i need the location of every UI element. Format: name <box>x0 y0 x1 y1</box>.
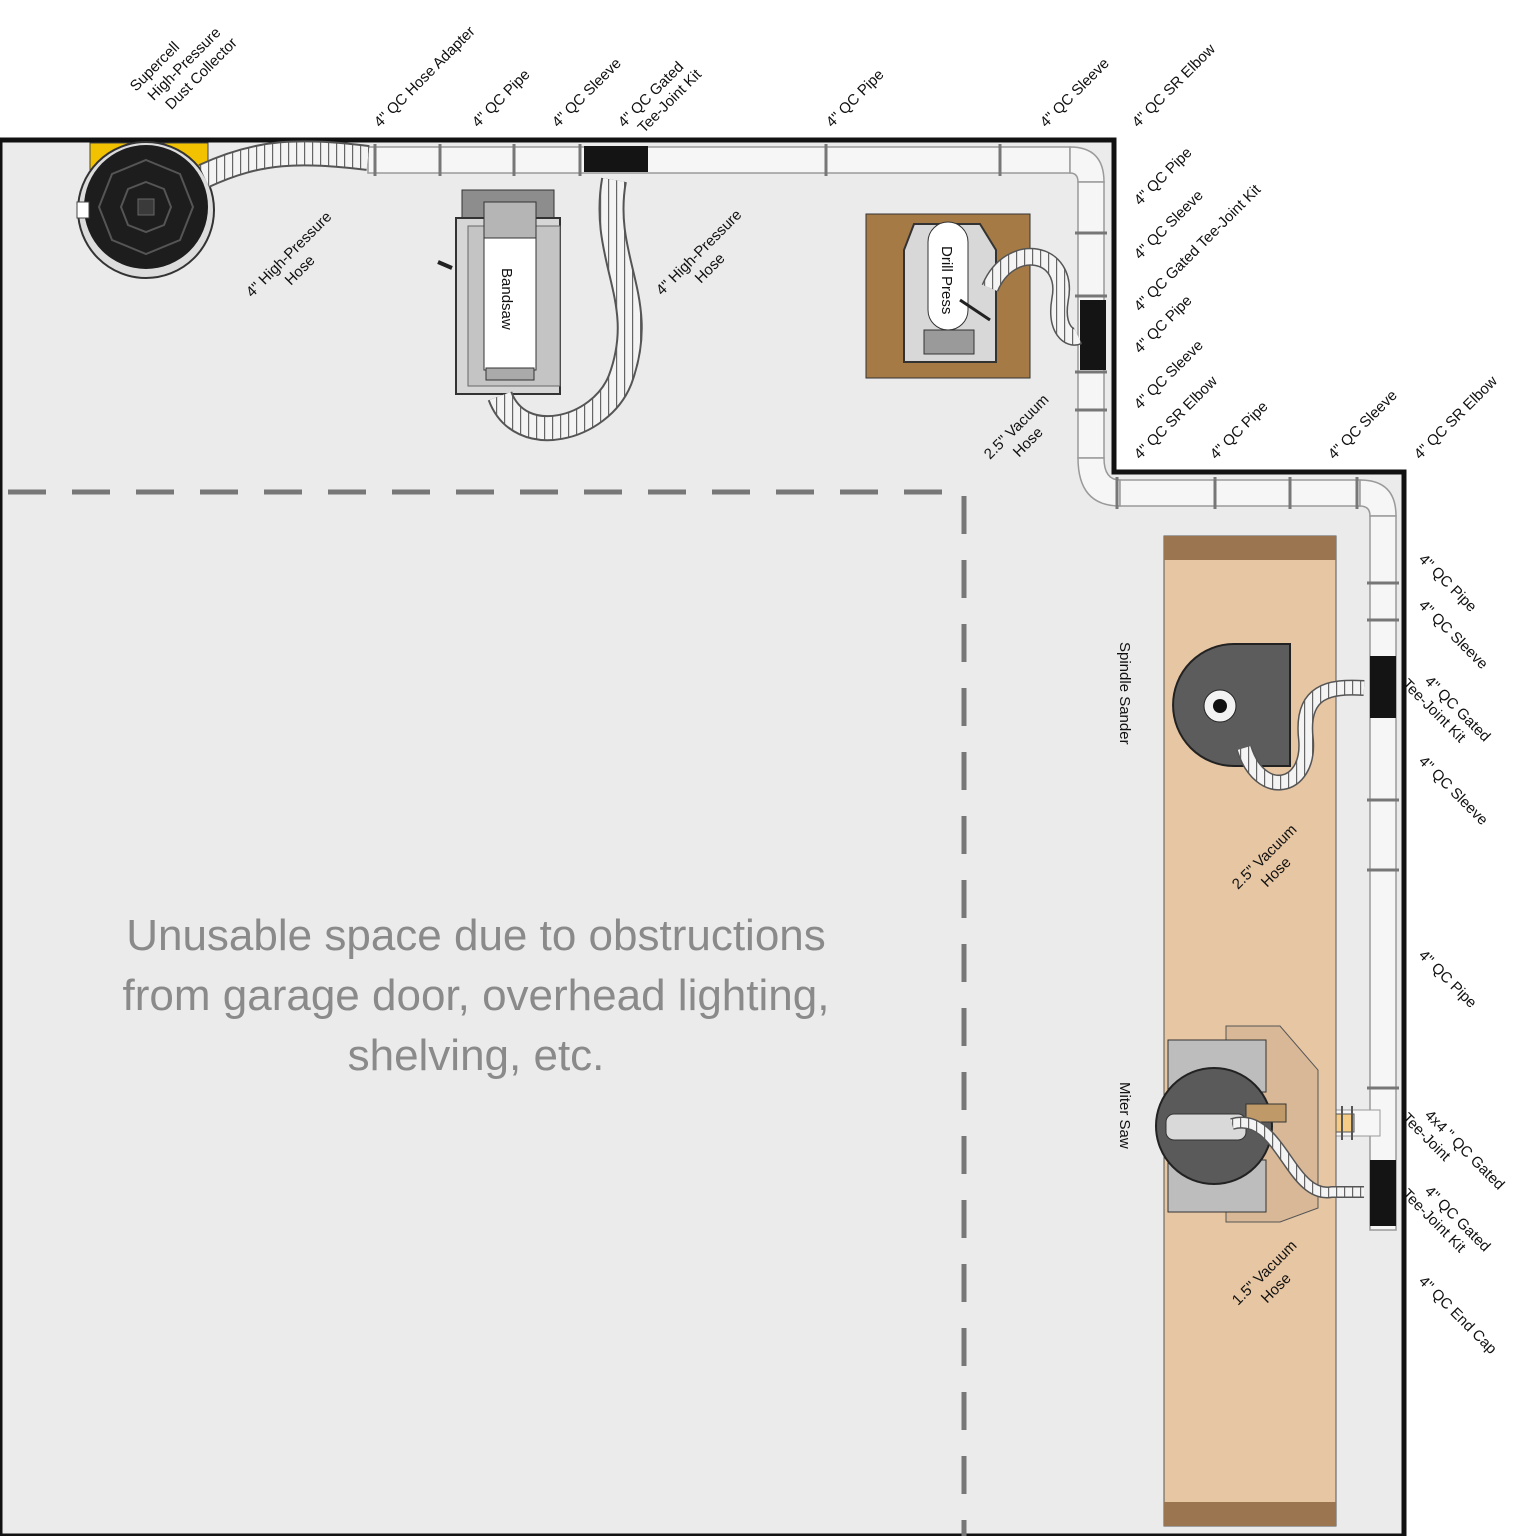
bandsaw-hose-ribs <box>489 178 641 440</box>
label-right-gated-tee-1: 4" QC Gated Tee-Joint Kit <box>1399 673 1494 747</box>
spindle-sander-hose-ribs <box>1237 681 1365 789</box>
floor-area <box>0 137 1407 1536</box>
collector-hose-ribs <box>199 142 370 186</box>
bandsaw <box>437 189 561 395</box>
dust-collector <box>76 141 215 279</box>
collector-label: Supercell High-Pressure Dust Collector <box>127 24 241 113</box>
drill-press-hose-ribs <box>983 249 1082 345</box>
label-hose-adapter: 4" QC Hose Adapter <box>371 23 479 131</box>
unusable-space-note: Unusable space due to obstructions from … <box>123 911 830 1080</box>
label-right-sleeve-2: 4" QC Sleeve <box>1415 753 1491 829</box>
svg-text:shelving, etc.: shelving, etc. <box>348 1031 605 1080</box>
miter-saw-label: Miter Saw <box>1116 1082 1133 1149</box>
label-right-pipe-2: 4" QC Pipe <box>1415 947 1480 1012</box>
label-main-pipe-2: 4" QC Pipe <box>823 66 888 131</box>
label-lower-pipe: 4" QC Pipe <box>1207 398 1272 463</box>
spindle-sander-label: Spindle Sander <box>1116 642 1133 745</box>
label-main-sleeve-2: 4" QC Sleeve <box>1037 55 1113 131</box>
pipe-joints <box>373 144 1399 1090</box>
svg-text:from garage door, overhead lig: from garage door, overhead lighting, <box>123 971 830 1020</box>
label-main-sleeve-1: 4" QC Sleeve <box>549 55 625 131</box>
tee-4x4-stub <box>1333 1106 1381 1140</box>
main-pipe-run <box>367 146 1397 1231</box>
spindle-sander <box>1172 643 1291 767</box>
drill-press <box>865 213 1031 379</box>
label-lower-sr-elbow: 4" QC SR Elbow <box>1411 373 1501 463</box>
bandsaw-label: Bandsaw <box>498 268 515 330</box>
svg-text:Unusable space due to obstruct: Unusable space due to obstructions <box>126 911 826 960</box>
label-right-sleeve-1: 4" QC Sleeve <box>1415 597 1491 673</box>
label-right-gated-tee-2: 4" QC Gated Tee-Joint Kit <box>1399 1183 1494 1257</box>
drill-press-label: Drill Press <box>938 246 955 314</box>
label-lower-sleeve: 4" QC Sleeve <box>1325 387 1401 463</box>
miter-saw-hose-ribs <box>1230 1118 1364 1197</box>
label-right-end-cap: 4" QC End Cap <box>1415 1273 1500 1358</box>
label-main-pipe-1: 4" QC Pipe <box>469 66 534 131</box>
gated-tee-blocks <box>584 146 1396 1226</box>
label-main-sr-elbow: 4" QC SR Elbow <box>1129 41 1219 131</box>
label-main-gated-tee: 4" QC Gated Tee-Joint Kit <box>615 58 706 136</box>
